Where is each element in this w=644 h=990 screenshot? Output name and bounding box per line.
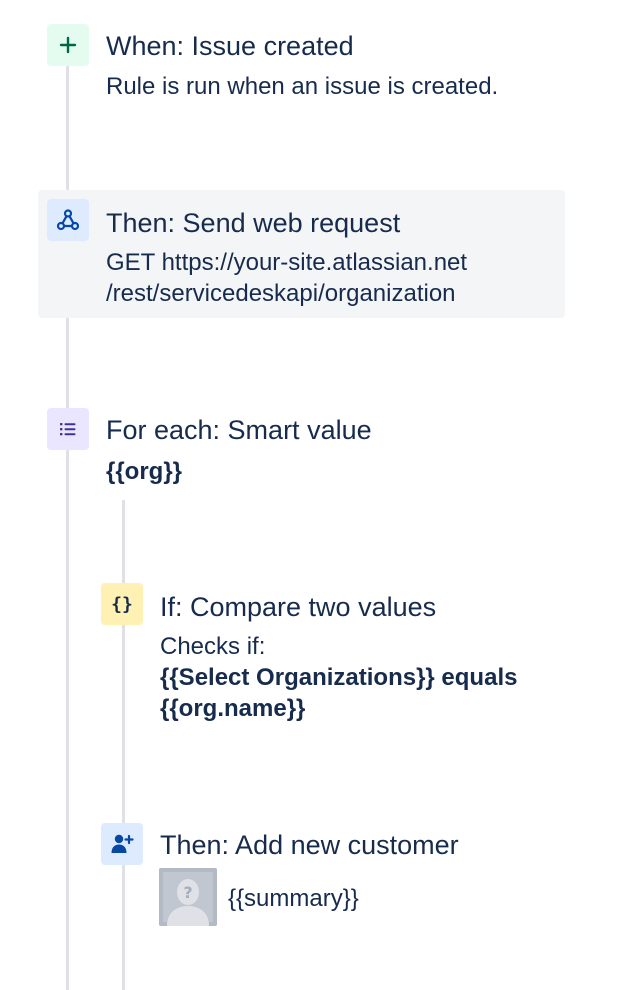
web-request-step[interactable]: Then: Send web request GET https://your-…: [38, 190, 565, 318]
list-icon: [47, 408, 89, 450]
webhook-icon: [47, 199, 89, 241]
add-customer-step[interactable]: Then: Add new customer {{summary}}: [90, 810, 630, 940]
plus-icon: [47, 24, 89, 66]
braces-icon-glyph: {}: [111, 593, 133, 615]
placeholder-avatar: ?: [159, 868, 217, 926]
braces-icon: {}: [101, 583, 143, 625]
main-timeline-line: [66, 66, 69, 990]
branch-smart-value: {{org}}: [106, 458, 183, 485]
web-request-url-line1: GET https://your-site.atlassian.net: [106, 249, 468, 276]
condition-title: If: Compare two values: [160, 592, 437, 622]
add-customer-summary: {{summary}}: [228, 885, 359, 912]
trigger-step[interactable]: When: Issue created Rule is run when an …: [0, 0, 600, 110]
condition-step[interactable]: {} If: Compare two values Checks if: {{S…: [90, 570, 630, 730]
web-request-title: Then: Send web request: [106, 208, 401, 238]
condition-compare-value: {{org.name}}: [160, 695, 306, 722]
web-request-card[interactable]: [38, 190, 565, 318]
branch-title: For each: Smart value: [106, 415, 372, 445]
condition-checks-if: Checks if:: [160, 633, 266, 660]
web-request-url-line2: /rest/servicedeskapi/organization: [106, 280, 456, 307]
condition-expression: {{Select Organizations}} equals: [160, 664, 518, 691]
trigger-description: Rule is run when an issue is created.: [106, 73, 499, 100]
branch-timeline-line: [122, 500, 125, 990]
trigger-title: When: Issue created: [106, 31, 354, 61]
branch-step[interactable]: For each: Smart value {{org}}: [0, 395, 600, 495]
add-user-icon: [101, 823, 143, 865]
add-customer-title: Then: Add new customer: [160, 830, 459, 860]
svg-text:?: ?: [183, 883, 192, 902]
